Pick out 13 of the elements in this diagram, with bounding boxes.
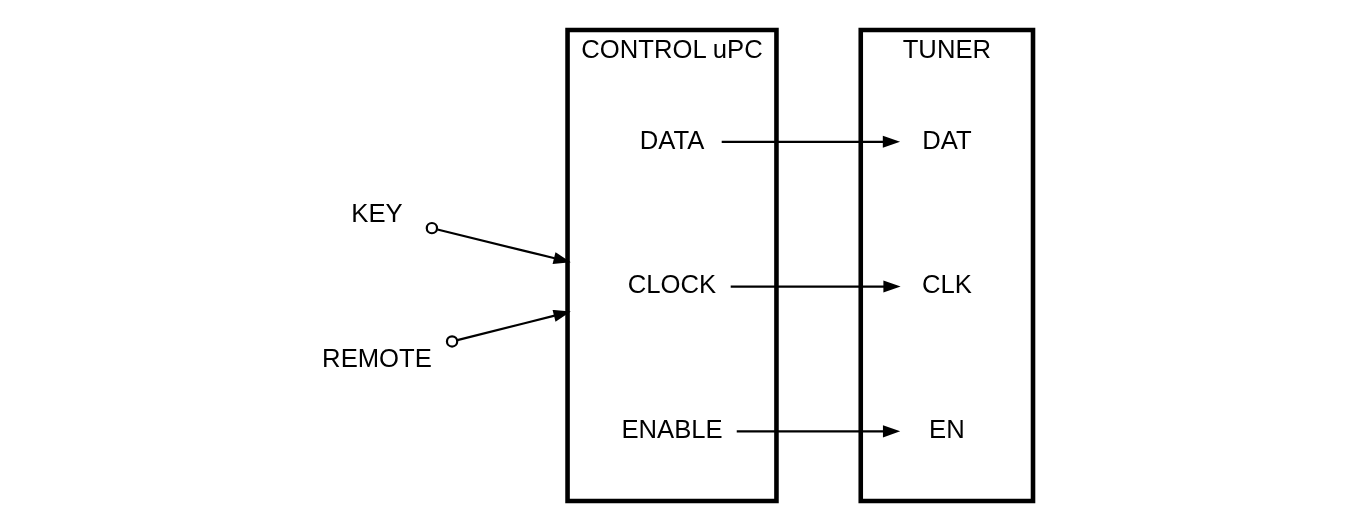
node-text: ENABLE: [620, 415, 723, 444]
arrow: [721, 135, 900, 148]
node-text: CLK: [921, 270, 972, 299]
arrow: [425, 221, 571, 264]
node-text: REMOTE: [321, 343, 432, 372]
node-text: EN: [928, 415, 965, 444]
node-text: CLOCK: [627, 270, 716, 299]
arrow: [730, 280, 901, 293]
arrow: [736, 425, 900, 438]
node-text: DATA: [639, 125, 704, 154]
node-text: DAT: [921, 125, 972, 154]
node-text: KEY: [350, 198, 403, 227]
arrow: [445, 309, 571, 348]
